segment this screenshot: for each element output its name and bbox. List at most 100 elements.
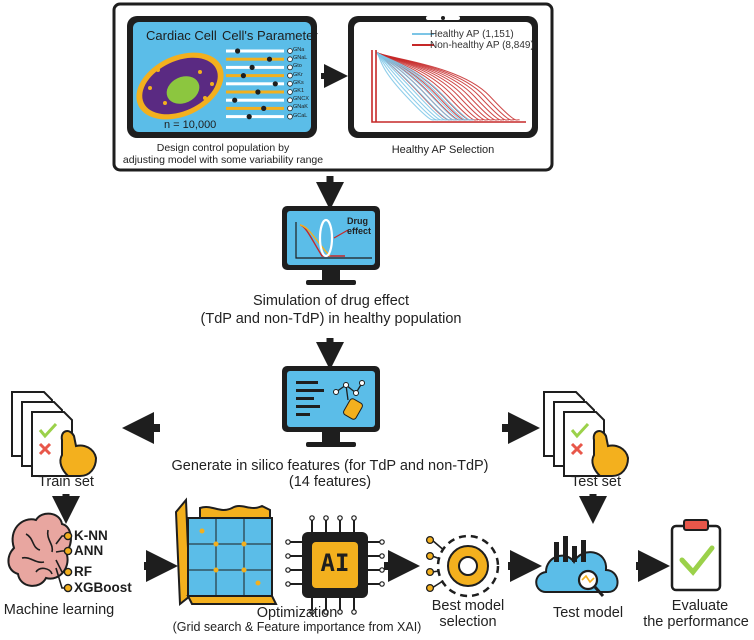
machine-learning-label: Machine learning: [3, 602, 115, 618]
parameter-bar: [226, 57, 284, 61]
best-model-node: [425, 551, 435, 561]
ai-chip-text: AI: [320, 549, 350, 577]
parameter-marker: [287, 48, 293, 54]
parameter-label: Gto: [293, 63, 302, 70]
parameter-knob: [255, 89, 261, 95]
optimization-sublabel: (Grid search & Feature importance from X…: [172, 620, 422, 634]
features-caption-line1: Generate in silico features (for TdP and…: [171, 458, 489, 474]
parameter-marker: [287, 105, 293, 112]
evaluate-line2: the performance: [643, 614, 749, 630]
ml-model-label: XGBoost: [74, 580, 132, 595]
best-model-node: [425, 583, 435, 593]
parameter-bar: [226, 82, 284, 86]
parameter-knob: [266, 56, 273, 62]
parameter-marker: [287, 64, 293, 71]
ap-trace: [375, 51, 445, 121]
drug-simulation-monitor-icon: [282, 206, 380, 285]
test-model-cloud-icon: [535, 536, 619, 597]
feature-generation-monitor-icon: [282, 366, 380, 447]
healthy-ap-caption: Healthy AP Selection: [391, 144, 495, 156]
effect-label: effect: [347, 226, 372, 236]
chip-pin-end: [351, 515, 357, 521]
legend-nonhealthy-label: Non-healthy AP (8,849): [430, 40, 534, 51]
parameter-knob: [249, 64, 255, 70]
ap-trace: [375, 51, 475, 121]
parameter-knob: [246, 114, 252, 120]
best-model-node: [425, 567, 435, 577]
parameter-marker: [287, 97, 293, 103]
ap-selection-panel: [348, 16, 538, 138]
chip-pin-end: [309, 515, 315, 521]
simulation-caption-line1: Simulation of drug effect: [252, 293, 410, 309]
test-set-icon: [543, 391, 630, 477]
parameter-marker: [287, 72, 293, 79]
parameter-marker: [287, 56, 293, 62]
parameter-bar: [226, 90, 284, 94]
ml-node: [63, 531, 73, 541]
parameter-label: GKs: [293, 79, 304, 86]
ml-model-label: K-NN: [74, 528, 108, 543]
parameter-knob: [240, 73, 246, 79]
optimization-label: Optimization: [256, 605, 338, 621]
parameter-label: GKr: [293, 71, 303, 78]
design-caption-line1: Design control population by: [156, 142, 290, 154]
chip-pin-end: [379, 581, 385, 587]
ap-axis: [371, 50, 526, 123]
ml-model-label: RF: [74, 564, 92, 579]
ml-connectors: [55, 531, 73, 593]
parameter-label: GK1: [293, 88, 305, 94]
drug-label: Drug: [347, 216, 368, 226]
parameter-label: GNaK: [293, 104, 308, 111]
parameter-knob: [272, 81, 278, 87]
parameter-marker: [287, 113, 293, 120]
cell-parameter-title: Cell's Parameter: [222, 28, 318, 43]
design-caption-line2: adjusting model with some variability ra…: [122, 154, 324, 166]
ap-trace: [375, 51, 449, 121]
parameter-bar: [226, 65, 284, 69]
chip-pin-end: [379, 567, 385, 573]
chip-pin-end: [285, 567, 291, 573]
ap-trace-lines: [371, 50, 526, 123]
clipboard-check-icon: [670, 519, 722, 592]
chip-pin-end: [309, 609, 315, 615]
parameter-marker: [287, 81, 293, 87]
cardiac-cell-panel: [127, 16, 317, 138]
parameter-label: GNa: [293, 47, 305, 53]
ap-trace: [375, 51, 520, 121]
chip-pin-end: [379, 553, 385, 559]
simulation-caption-line2: (TdP and non-TdP) in healthy population: [200, 311, 462, 327]
population-size: n = 10,000: [164, 119, 217, 131]
ap-trace: [375, 51, 437, 121]
parameter-bar: [226, 106, 284, 110]
ml-node: [63, 546, 73, 556]
gear-icon: [425, 534, 500, 598]
test-model-label: Test model: [552, 605, 624, 621]
ml-node: [63, 567, 73, 577]
ml-node: [63, 583, 73, 593]
best-model-node: [425, 535, 435, 545]
chip-pin-end: [337, 609, 343, 615]
ml-model-label: ANN: [74, 543, 104, 558]
legend-healthy-label: Healthy AP (1,151): [430, 29, 514, 40]
parameter-knob: [261, 105, 267, 111]
parameter-bar: [226, 98, 284, 102]
optimization-grid-icon: [174, 497, 278, 607]
train-set-icon: [11, 391, 98, 477]
cardiac-cell-icon: [136, 52, 224, 120]
best-model-line2: selection: [439, 614, 497, 630]
parameter-bar: [226, 115, 284, 119]
chip-pin-end: [285, 539, 291, 545]
chip-pin-end: [323, 515, 329, 521]
parameter-label: GNCX: [293, 96, 309, 103]
features-caption-line2: (14 features): [288, 474, 372, 490]
train-set-label: Train set: [38, 474, 94, 490]
parameter-marker: [287, 89, 293, 95]
chip-pin-end: [351, 609, 357, 615]
parameter-bar: [226, 49, 284, 53]
chip-pin-end: [285, 581, 291, 587]
ap-trace: [375, 51, 441, 121]
brain-icon: [7, 512, 72, 587]
best-model-line1: Best model: [431, 598, 505, 614]
